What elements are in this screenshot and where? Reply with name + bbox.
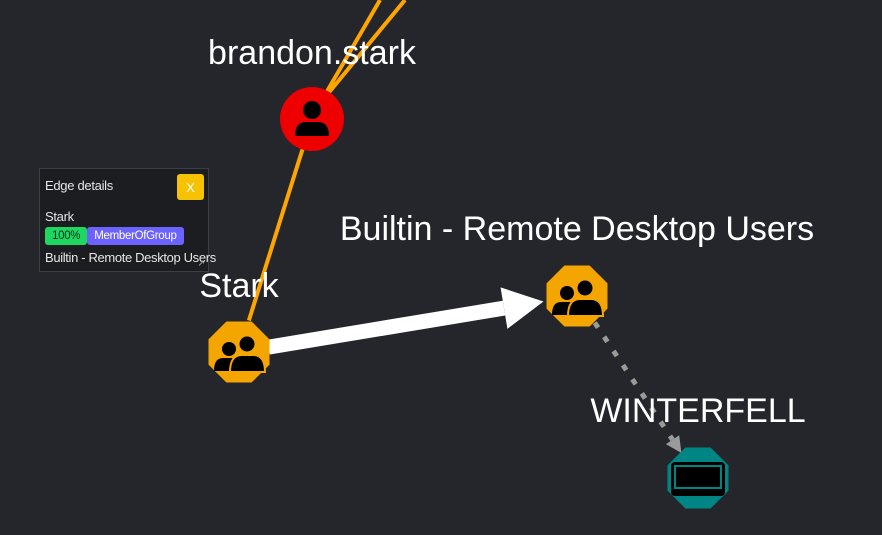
edge-brandon-stark-to-stark[interactable] [246,118,314,322]
node-winterfell[interactable] [667,447,729,509]
edge-stark-to-rdp-users-arrowhead [500,287,544,329]
computer-icon [671,462,725,496]
resize-grip-icon[interactable]: ↗ [197,258,205,268]
probability-badge: 100% [45,227,88,245]
node-rdp-users[interactable] [546,265,608,327]
group-icon [552,279,605,317]
edge-details-title: Edge details [45,178,113,193]
edge-rdp-users-to-winterfell-arrowhead [665,435,682,454]
user-icon [295,101,329,136]
node-brandon-stark[interactable] [280,87,344,151]
node-stark[interactable] [208,321,270,383]
edge-source-name[interactable]: Stark [45,209,74,224]
edge-badges: 100% MemberOfGroup [45,227,184,245]
edge-details-panel: Edge details X Stark 100% MemberOfGroup … [39,168,216,272]
relationship-badge: MemberOfGroup [87,227,184,245]
edge-details-close-button[interactable]: X [177,174,204,200]
edge-stark-to-rdp-users[interactable] [267,300,506,355]
node-label-brandon-stark: brandon.stark [208,34,416,72]
group-icon [214,335,267,373]
edge-target-name[interactable]: Builtin - Remote Desktop Users [45,250,216,265]
edge-rdp-users-to-winterfell[interactable] [592,321,675,442]
node-label-stark: Stark [199,267,279,305]
node-label-winterfell: WINTERFELL [590,392,806,430]
node-label-rdp-users: Builtin - Remote Desktop Users [339,210,815,248]
edge-offscreen-1[interactable] [320,0,382,102]
edge-offscreen-2[interactable] [324,0,407,98]
